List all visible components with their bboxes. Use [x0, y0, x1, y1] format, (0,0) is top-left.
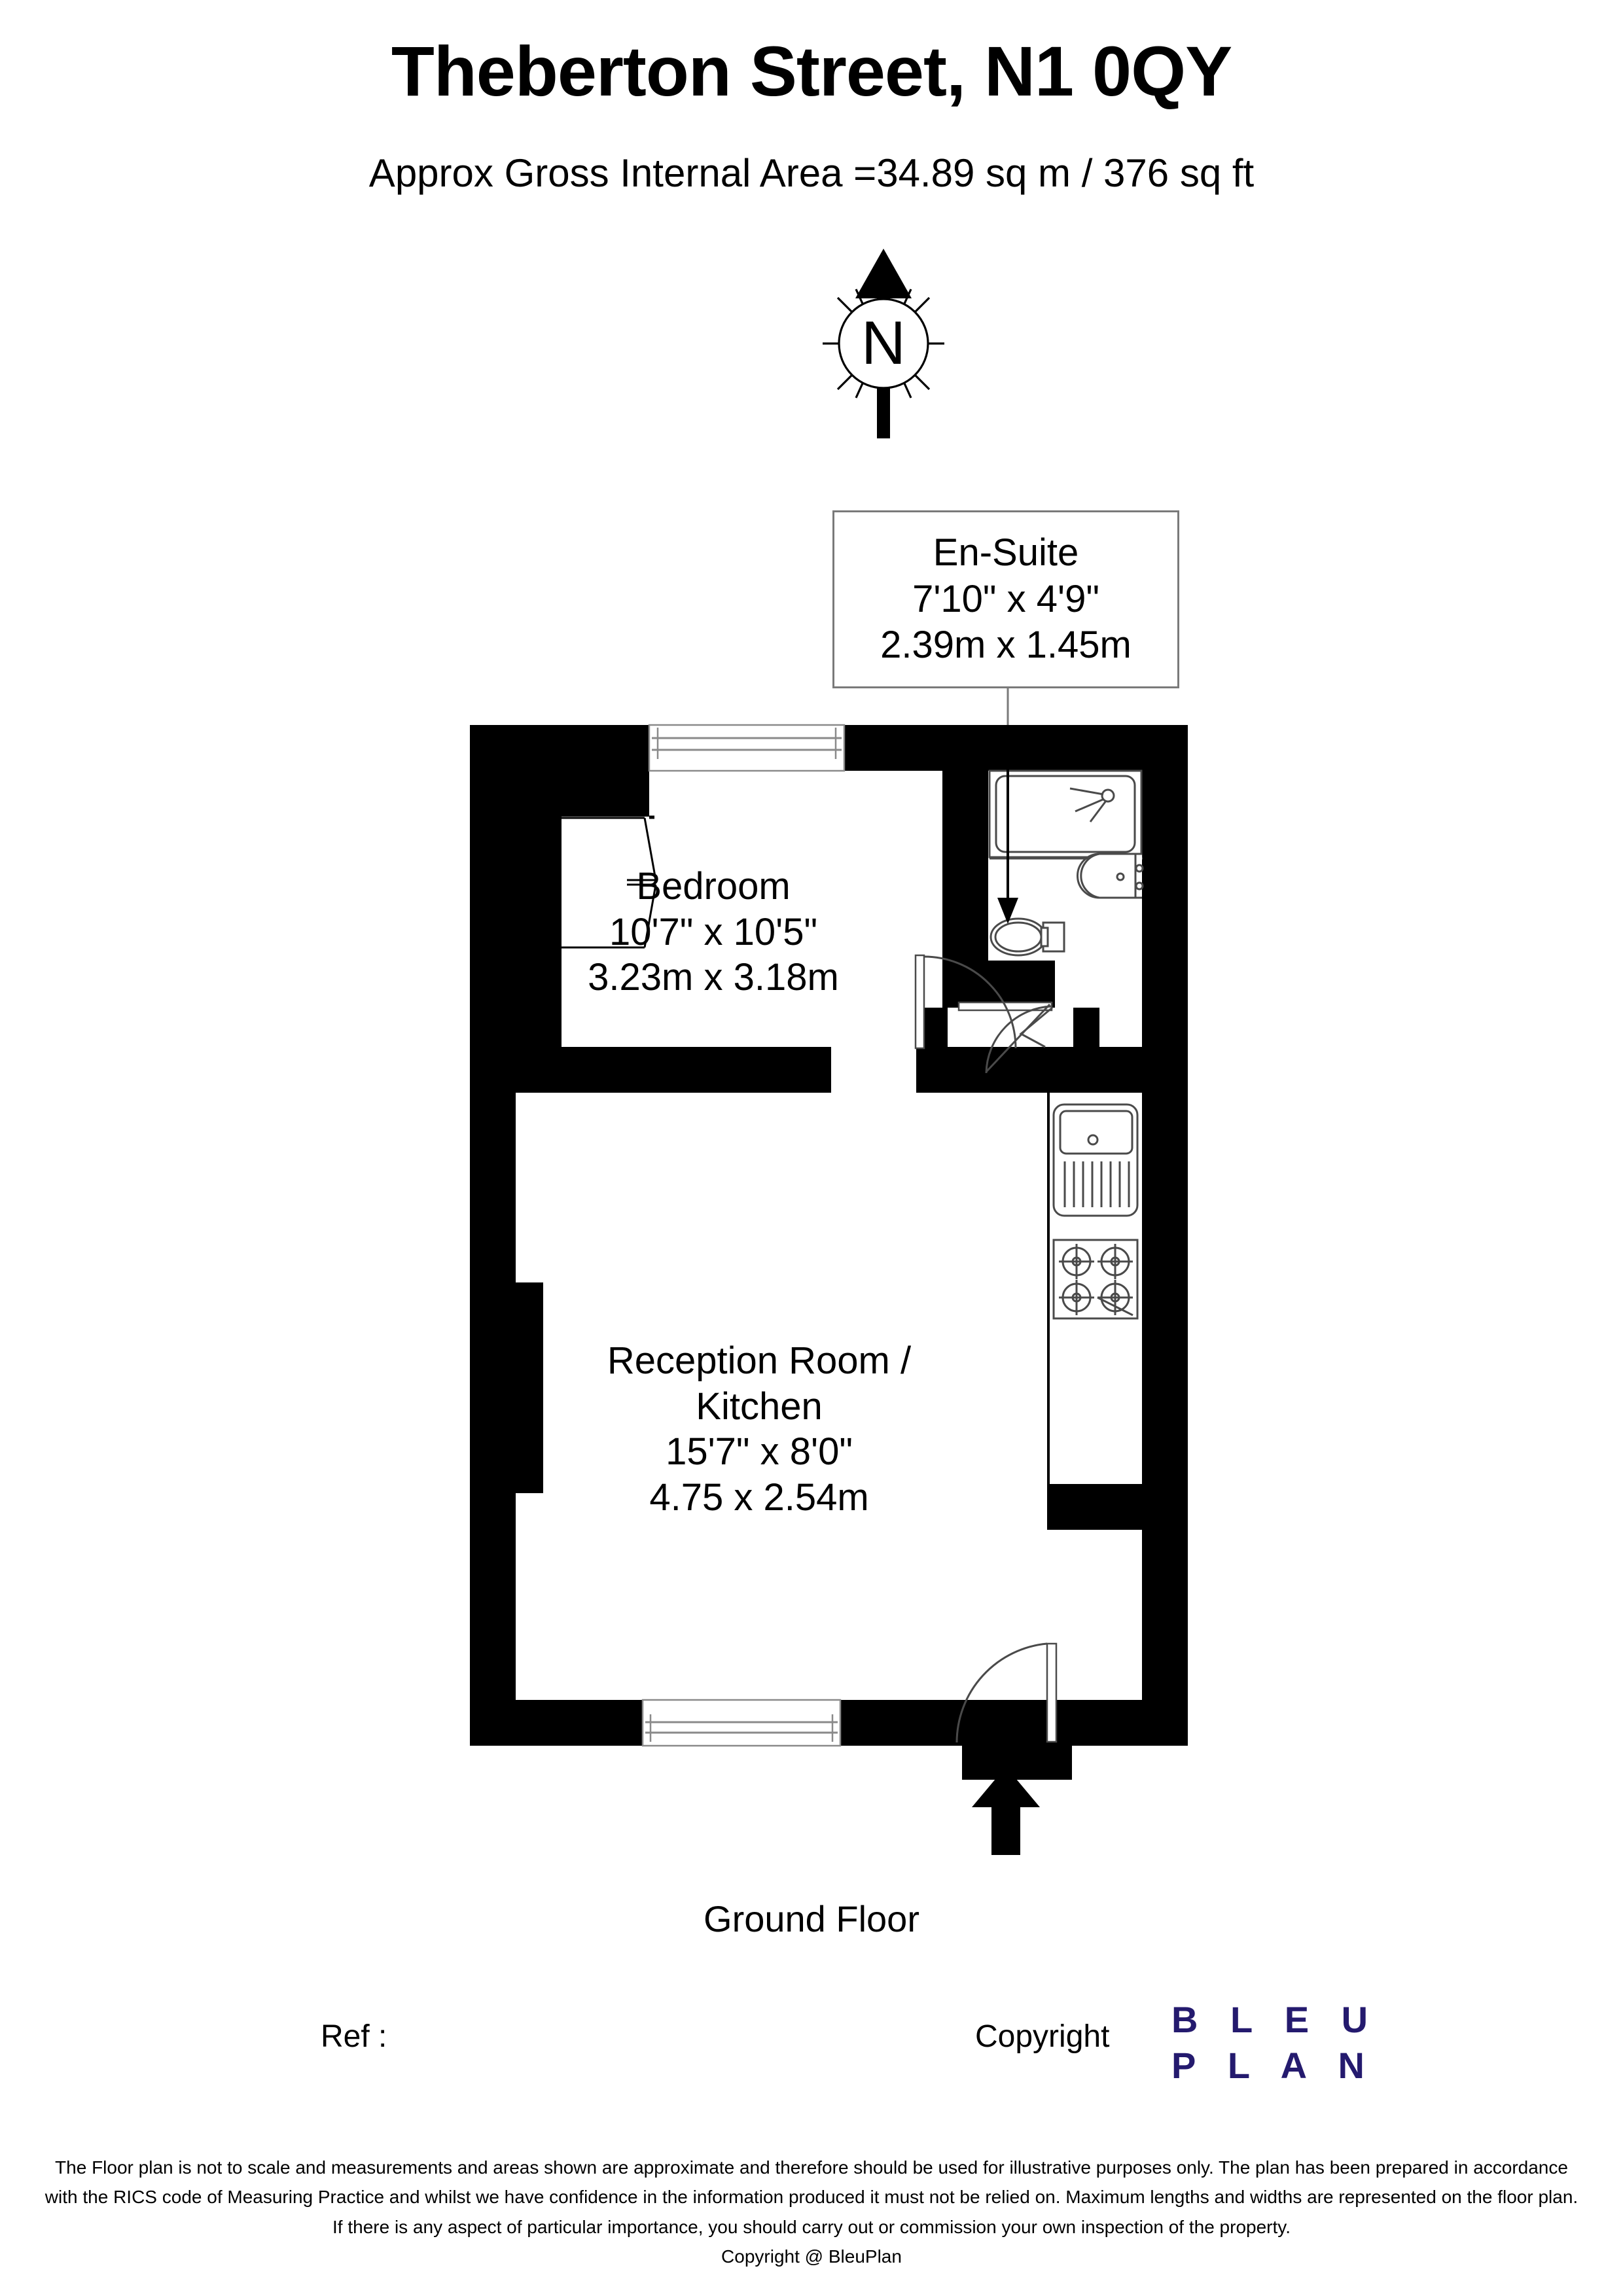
door-jamb-left [916, 1008, 948, 1048]
reception-kitchen-label: Reception Room / Kitchen 15'7" x 8'0" 4.… [471, 1338, 1047, 1520]
floor-name: Ground Floor [704, 1898, 919, 1939]
logo-line-plan: P L A N [1171, 2045, 1376, 2086]
kitchen-alcove-top-stub [1047, 1047, 1142, 1093]
reception-name-line1: Reception Room / [607, 1339, 912, 1382]
ensuite-imperial: 7'10" x 4'9" [912, 577, 1099, 620]
bedroom-label: Bedroom 10'7" x 10'5" 3.23m x 3.18m [497, 864, 929, 1000]
svg-text:N: N [861, 308, 906, 377]
north-arrow-icon: N [823, 249, 944, 438]
bleuplan-logo: B L E U P L A N [1171, 1997, 1379, 2089]
gross-internal-area-text: Approx Gross Internal Area =34.89 sq m /… [368, 151, 1255, 195]
kitchen-alcove-bottom-stub [1047, 1484, 1142, 1530]
ensuite-partition-wall [942, 771, 988, 1006]
disclaimer-text: The Floor plan is not to scale and measu… [0, 2153, 1623, 2271]
bedroom-imperial: 10'7" x 10'5" [609, 910, 818, 953]
ensuite-door [957, 1001, 1053, 1074]
reception-imperial: 15'7" x 8'0" [666, 1430, 853, 1474]
reception-window [641, 1699, 842, 1747]
ensuite-wall-stub [942, 961, 1055, 1008]
disclaimer-line-1: The Floor plan is not to scale and measu… [55, 2157, 1568, 2178]
entrance-jamb [1072, 1700, 1142, 1746]
disclaimer-line-4: Copyright @ BleuPlan [721, 2246, 902, 2267]
wc-toilet-icon [990, 917, 1065, 957]
entrance-door [955, 1642, 1058, 1743]
bedroom-reception-partition [516, 1047, 831, 1093]
ref-label: Ref : [321, 2019, 387, 2054]
wash-basin-icon [1077, 853, 1144, 899]
disclaimer-line-3: If there is any aspect of particular imp… [332, 2216, 1291, 2237]
ensuite-callout: En-Suite 7'10" x 4'9" 2.39m x 1.45m [832, 510, 1179, 688]
kitchen-sink-icon [1052, 1103, 1139, 1217]
copyright-label: Copyright [975, 2019, 1110, 2054]
reception-metric: 4.75 x 2.54m [649, 1475, 869, 1519]
bedroom-door [914, 954, 1017, 1050]
bedroom-window [648, 724, 846, 772]
bedroom-metric: 3.23m x 3.18m [588, 956, 839, 999]
ensuite-name: En-Suite [933, 531, 1079, 574]
hob-4-burner-icon [1052, 1239, 1139, 1320]
reception-name-line2: Kitchen [696, 1385, 823, 1428]
door-jamb-right [1073, 1008, 1099, 1048]
entrance-arrow-icon [972, 1767, 1040, 1855]
page-title: Theberton Street, N1 0QY [391, 31, 1232, 111]
logo-line-bleu: B L E U [1171, 1999, 1380, 2040]
shower-tray-icon [988, 769, 1143, 858]
bedroom-reception-partition-right [916, 1047, 1142, 1093]
ensuite-pointer-arrow [997, 730, 1018, 924]
disclaimer-line-2: with the RICS code of Measuring Practice… [45, 2187, 1578, 2208]
ensuite-metric: 2.39m x 1.45m [880, 624, 1132, 667]
bedroom-name: Bedroom [636, 865, 791, 908]
